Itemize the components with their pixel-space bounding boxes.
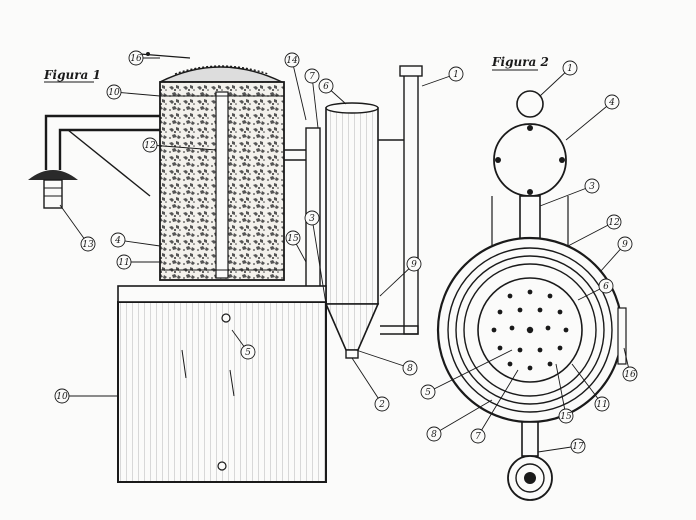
- fig1-leader-3: [291, 59, 307, 121]
- fig2-callout-10: 11: [596, 400, 607, 410]
- fig2-callout-circle-2: [584, 178, 600, 194]
- fig1-leader-2: [149, 144, 217, 151]
- fig1-callout-circle-5: [318, 78, 334, 94]
- fig2-callout-6: 5: [425, 388, 431, 398]
- fig2-callout-8: 7: [475, 432, 481, 442]
- fig2-leader-6: [427, 349, 513, 393]
- fig2-leader-2: [539, 185, 593, 207]
- figure-1-caption: Figura 1: [43, 68, 101, 82]
- fig2-callout-circle-12: [570, 438, 586, 454]
- fig1-callout-11: 9: [411, 260, 417, 270]
- lower-tank: [117, 301, 327, 483]
- fig1-callout-circle-13: [54, 388, 70, 404]
- fig1-callout-8: 4: [114, 236, 121, 246]
- fig1-callout-7: 13: [82, 240, 94, 250]
- fig1-leader-4: [311, 75, 319, 129]
- fig2-callout-circle-4: [617, 236, 633, 252]
- fig1-leader-14: [355, 349, 411, 369]
- fig2-callout-circle-9: [558, 408, 574, 424]
- fig2-callout-circle-0: [562, 60, 578, 76]
- central-tube: [215, 91, 229, 279]
- fig2-leader-3: [567, 221, 615, 247]
- fig1-callout-6: 1: [453, 70, 459, 80]
- fig1-callout-circle-16: [304, 210, 320, 226]
- fig1-leader-11: [379, 263, 415, 297]
- fig2-leader-10: [571, 363, 603, 405]
- fig1-callout-circle-3: [284, 52, 300, 68]
- fig1-callout-circle-6: [448, 66, 464, 82]
- fig1-callout-16: 3: [309, 214, 315, 224]
- fig2-callout-3: 12: [608, 218, 620, 228]
- fig2-callout-7: 8: [431, 430, 437, 440]
- fig1-callout-circle-0: [128, 50, 144, 66]
- fig2-callout-5: 6: [603, 282, 609, 292]
- fig1-callout-circle-9: [116, 254, 132, 270]
- fig1-callout-12: 5: [245, 348, 251, 358]
- fig2-leader-8: [477, 369, 519, 437]
- fig1-callout-10: 15: [287, 234, 299, 244]
- fig2-leader-9: [555, 363, 567, 417]
- fig1-callout-circle-11: [406, 256, 422, 272]
- fig1-leader-15: [351, 357, 383, 405]
- fig1-callout-circle-15: [374, 396, 390, 412]
- figure-2-caption: Figura 2: [491, 55, 549, 69]
- fig1-leader-16: [311, 217, 327, 305]
- fig2-callout-9: 15: [560, 412, 572, 422]
- fig1-callout-2: 12: [144, 141, 156, 151]
- figure-2: Figura 2: [436, 55, 627, 501]
- fig1-leader-1: [113, 91, 161, 97]
- fig1-callout-circle-4: [304, 68, 320, 84]
- fig1-callout-5: 6: [323, 82, 329, 92]
- fig2-callout-circle-8: [470, 428, 486, 444]
- perforations: [491, 289, 569, 371]
- fig1-callout-15: 2: [378, 400, 385, 410]
- fig1-callout-3: 14: [286, 56, 298, 66]
- fig2-callout-circle-7: [426, 426, 442, 442]
- fig1-callout-1: 10: [108, 88, 120, 98]
- cone-bottom: [324, 303, 380, 351]
- fig1-callout-circle-14: [402, 360, 418, 376]
- fig1-callout-9: 11: [118, 258, 129, 268]
- bell-cap: [28, 170, 78, 180]
- fig2-callout-circle-6: [420, 384, 436, 400]
- fig1-callout-circle-10: [285, 230, 301, 246]
- fig1-callout-circle-1: [106, 84, 122, 100]
- fig2-leader-7: [433, 399, 493, 435]
- fig2-callout-2: 3: [589, 182, 595, 192]
- fig1-callout-14: 8: [407, 364, 413, 374]
- fig1-callout-circle-2: [142, 137, 158, 153]
- settling-vessel: [325, 107, 379, 305]
- fig2-callout-11: 16: [624, 370, 636, 380]
- fig2-callout-circle-11: [622, 366, 638, 382]
- fig2-leader-1: [565, 101, 613, 141]
- fig2-callout-circle-3: [606, 214, 622, 230]
- side-arm: [28, 114, 160, 209]
- fig1-leader-7: [59, 204, 89, 245]
- fig2-callout-12: 17: [572, 442, 584, 452]
- fig2-callout-circle-5: [598, 278, 614, 294]
- fig1-callout-4: 7: [309, 72, 315, 82]
- fig1-callout-circle-12: [240, 344, 256, 360]
- fig1-callout-circle-8: [110, 232, 126, 248]
- figure-1: Figura 1: [28, 52, 423, 483]
- fig2-callout-circle-1: [604, 94, 620, 110]
- fig2-callout-0: 1: [567, 64, 573, 74]
- dome-lid: [159, 66, 283, 83]
- upper-chamber: [493, 123, 567, 197]
- fig2-callout-circle-10: [594, 396, 610, 412]
- top-knob: [516, 90, 544, 118]
- fig2-callout-4: 9: [622, 240, 628, 250]
- fig1-callout-circle-7: [80, 236, 96, 252]
- fig1-callout-13: 10: [56, 392, 68, 402]
- fig2-callout-1: 4: [608, 98, 615, 108]
- fig1-callout-0: 16: [130, 54, 142, 64]
